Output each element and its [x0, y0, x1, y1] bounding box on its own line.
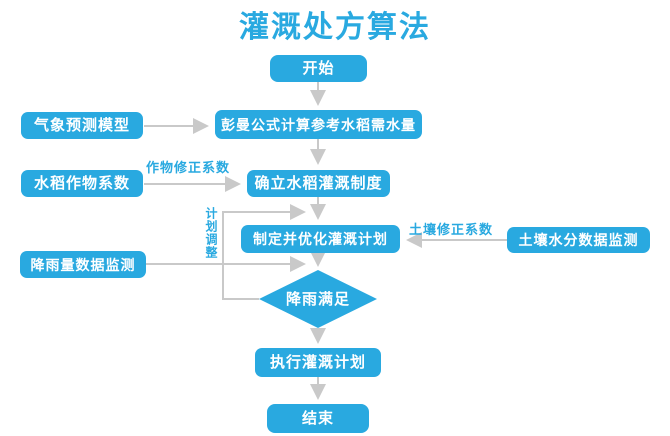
node-irrigation-schedule: 确立水稻灌溉制度 — [247, 170, 390, 197]
node-irrigation-plan: 制定并优化灌溉计划 — [241, 225, 400, 253]
edge-label-soil-correction: 土壤修正系数 — [409, 222, 494, 237]
node-rainfall-monitor: 降雨量数据监测 — [20, 251, 146, 278]
edge-label-plan-adjust: 计划调整 — [204, 207, 218, 259]
node-execute-plan: 执行灌溉计划 — [255, 348, 381, 377]
node-end: 结束 — [267, 404, 369, 433]
edge-label-crop-correction: 作物修正系数 — [146, 160, 231, 175]
node-crop-coefficient: 水稻作物系数 — [21, 170, 143, 197]
node-weather-model: 气象预测模型 — [21, 112, 143, 139]
node-penman-formula: 彭曼公式计算参考水稻需水量 — [215, 110, 422, 139]
node-soil-moisture-monitor: 土壤水分数据监测 — [507, 227, 650, 253]
edge-decision-loop-plan — [222, 204, 306, 300]
node-start: 开始 — [270, 55, 367, 82]
page-title: 灌溉处方算法 — [239, 11, 431, 44]
